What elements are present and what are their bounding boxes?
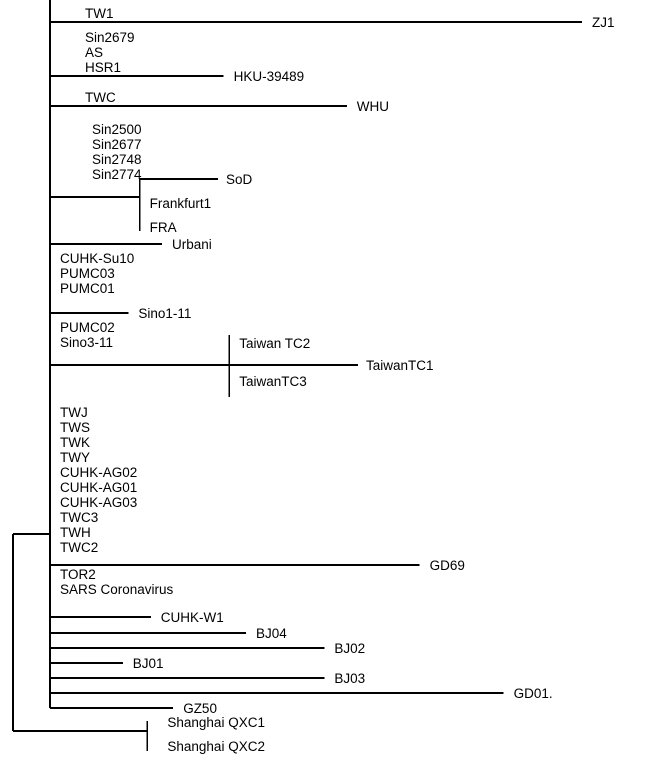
taxon-label: TWH [60,525,91,540]
taxon-label: PUMC02 [60,320,115,335]
taxon-label: TWC [85,90,116,105]
tip-label-sod-child: SoD [226,172,253,187]
tip-label-zj1: ZJ1 [592,15,615,30]
taxon-label: TWJ [60,405,88,420]
taxon-label: Sin2500 [92,122,142,137]
tree-branches [12,0,582,751]
tip-label-bj01: BJ01 [133,656,164,671]
taxon-label: PUMC01 [60,281,115,296]
taxon-label: TWC3 [60,510,98,525]
tip-label-bj02: BJ02 [334,641,365,656]
tip-label-whu: WHU [357,99,389,114]
taxon-label: Sin2677 [92,137,142,152]
taxon-label: Sin2774 [92,167,142,182]
taxon-label: PUMC03 [60,266,115,281]
taxon-label: HSR1 [85,60,121,75]
taxon-label: Sin2748 [92,152,142,167]
tip-label-cuhkw1: CUHK-W1 [161,610,224,625]
taxon-label: CUHK-AG02 [60,465,137,480]
tip-label-bj04: BJ04 [256,626,287,641]
taxon-label: TOR2 [60,567,96,582]
tip-label-hku: HKU-39489 [234,69,305,84]
taxon-label: AS [85,45,103,60]
taxon-label: CUHK-Su10 [60,251,134,266]
tip-label-urbani: Urbani [172,237,212,252]
tip-label-gd01: GD01. [514,686,553,701]
taxon-label: TWC2 [60,540,98,555]
tip-label-bj03: BJ03 [334,671,365,686]
taxon-label: Sino3-11 [60,335,113,350]
taxon-label: TWK [60,435,90,450]
tip-label-sino1: Sino1-11 [138,306,191,321]
taxon-label: Frankfurt1 [150,196,212,211]
tip-label-shanghai: Shanghai QXC2 [167,739,265,754]
tip-label-gz50: GZ50 [183,701,217,716]
taxon-label: Taiwan TC2 [239,336,310,351]
tip-label-shanghai: Shanghai QXC1 [167,715,265,730]
taxon-label: TW1 [85,6,114,21]
taxon-label: TWS [60,420,90,435]
taxon-label: FRA [150,220,177,235]
taxon-label: CUHK-AG03 [60,495,137,510]
taxon-label: TaiwanTC3 [239,374,307,389]
tip-label-gd69: GD69 [430,558,465,573]
taxon-label: SARS Coronavirus [60,582,174,597]
taxon-label: TWY [60,450,90,465]
taxon-label: CUHK-AG01 [60,480,137,495]
tip-label-taiwan-child: TaiwanTC1 [366,358,434,373]
taxon-label: Sin2679 [85,30,135,45]
